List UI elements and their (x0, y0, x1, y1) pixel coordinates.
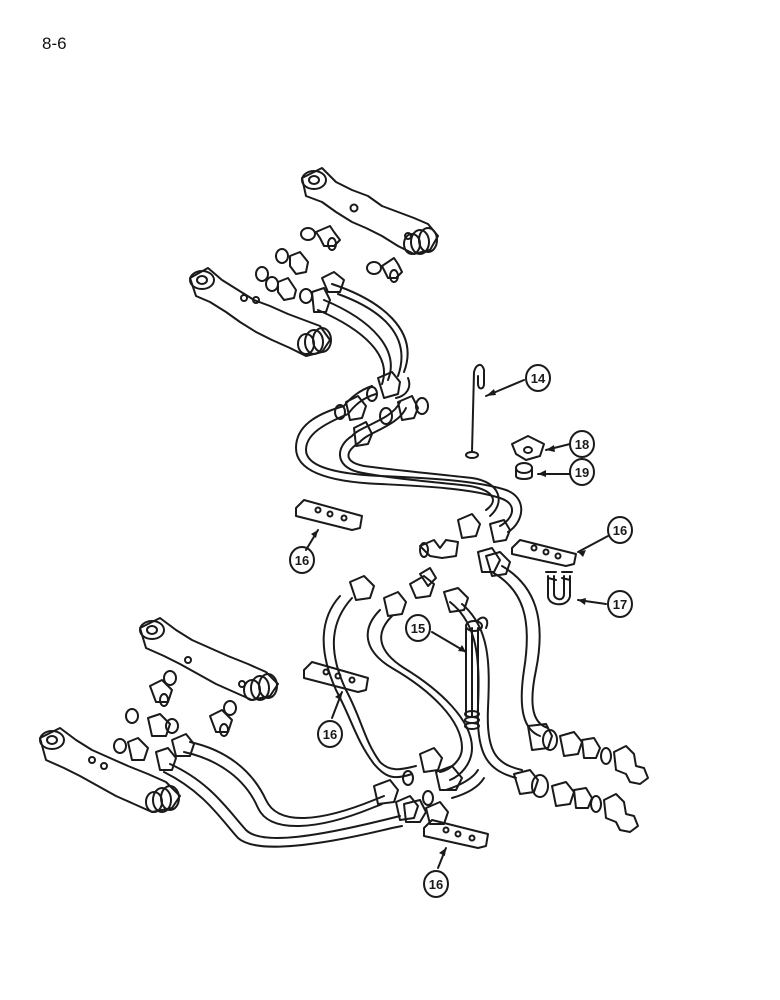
clamp-half-part (511, 435, 571, 461)
leader-arrowheads (311, 389, 586, 856)
page-number: 8-6 (42, 34, 67, 53)
lynch-pin-part (465, 364, 525, 459)
callout-17: 17 (607, 590, 633, 618)
callout-18-label: 18 (575, 437, 589, 452)
callout-16-lower-middle-label: 16 (323, 727, 337, 742)
clamp-plate-upper-left (295, 499, 363, 551)
cap-plug-part (515, 462, 571, 480)
tee-fittings (419, 513, 511, 573)
callout-18: 18 (569, 430, 595, 458)
upper-cylinder-front (189, 267, 332, 357)
upper-fittings (255, 225, 403, 313)
lower-hose-couplings (349, 551, 511, 825)
upper-cylinder-rear (301, 167, 439, 255)
lower-hoses (163, 565, 549, 848)
callout-15-label: 15 (411, 621, 425, 636)
callout-16-upper-right: 16 (607, 516, 633, 544)
clamp-plate-lower-bottom (423, 819, 489, 869)
quick-couplers-upper (527, 723, 649, 785)
callout-16-upper-right-label: 16 (613, 523, 627, 538)
callout-19: 19 (569, 458, 595, 486)
u-bolt-part (545, 571, 607, 606)
callout-14-label: 14 (531, 371, 546, 386)
callout-16-bottom-label: 16 (429, 877, 443, 892)
callout-17-label: 17 (613, 597, 627, 612)
lower-cylinder-rear (139, 617, 279, 701)
lower-fittings (113, 670, 237, 771)
quick-couplers-lower (513, 769, 639, 833)
callout-16-upper-left: 16 (289, 546, 315, 574)
upper-hose-couplings (334, 371, 429, 447)
clamp-plate-upper-right (511, 535, 609, 567)
callout-16-upper-left-label: 16 (295, 553, 309, 568)
callout-14: 14 (525, 364, 551, 392)
callout-16-lower-middle: 16 (317, 720, 343, 748)
callout-16-bottom: 16 (423, 870, 449, 898)
upper-hoses (295, 283, 523, 533)
lower-cylinder-front (39, 727, 181, 813)
callout-15: 15 (405, 614, 431, 642)
callout-19-label: 19 (575, 465, 589, 480)
